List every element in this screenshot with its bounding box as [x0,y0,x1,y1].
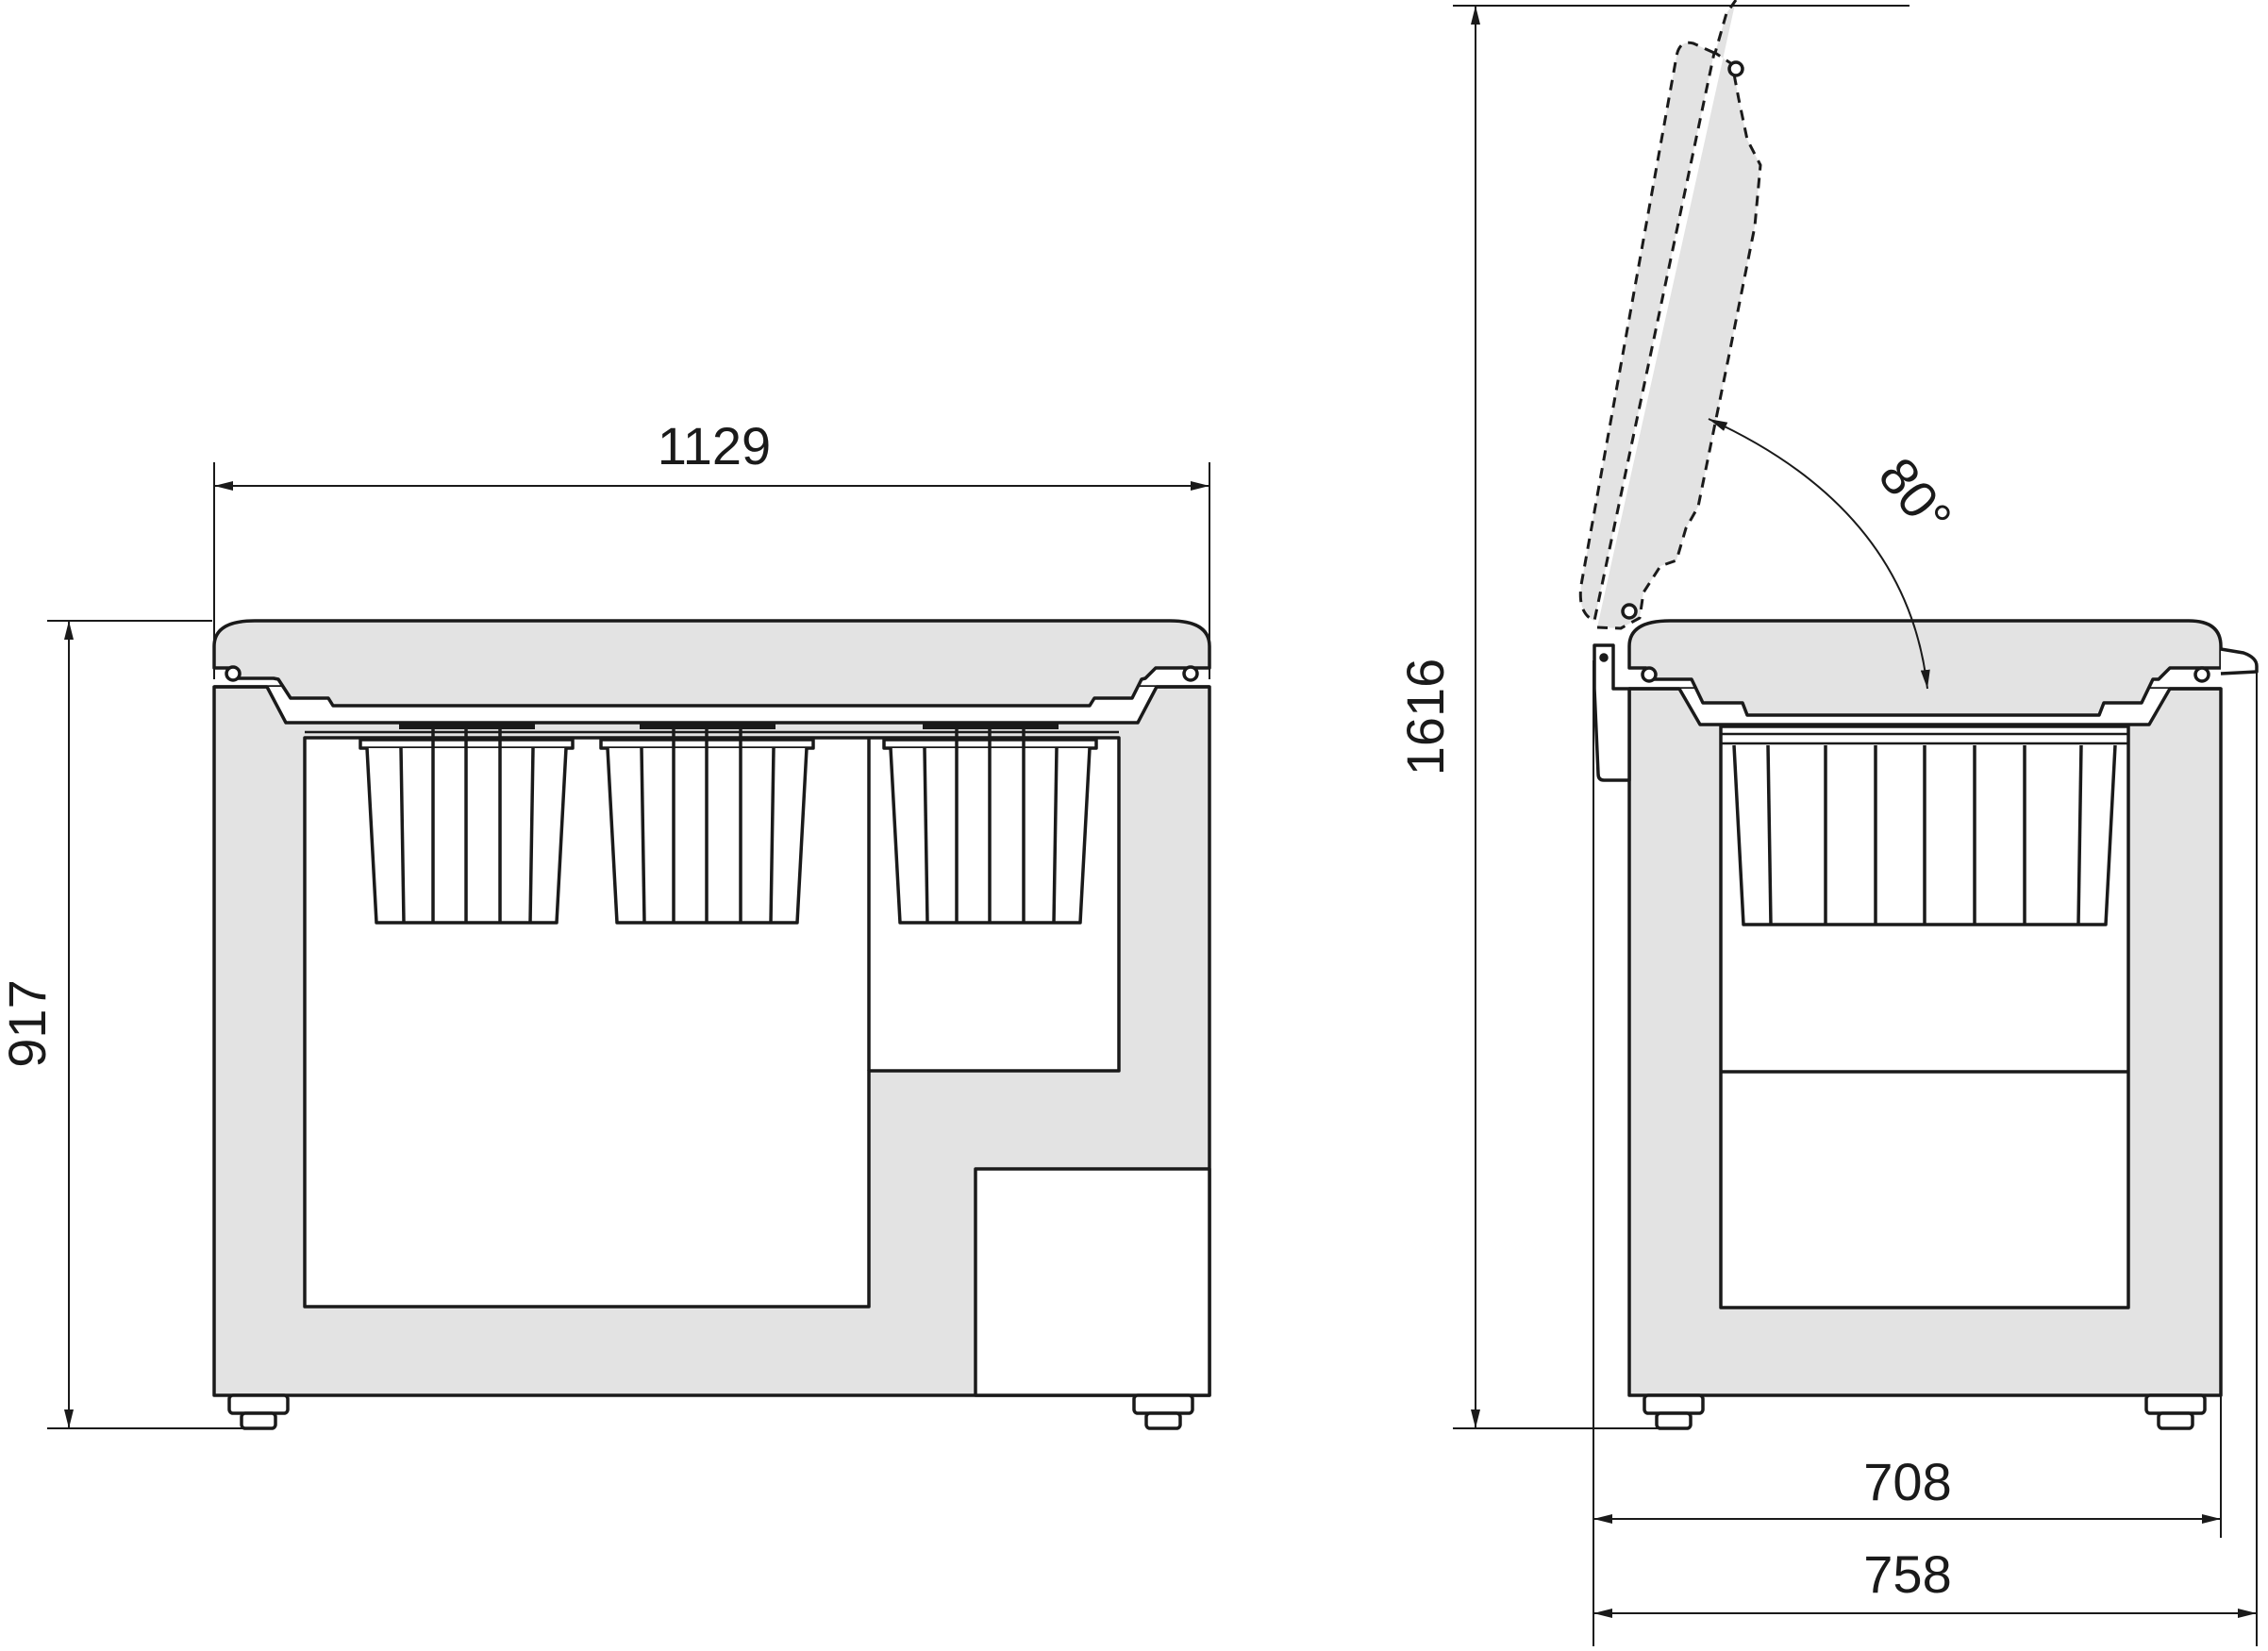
side-view [1578,0,2259,1430]
front-width-label: 1129 [658,416,771,475]
side-open-lid-hinge-top [1727,60,1744,77]
front-height-label: 917 [0,979,57,1067]
front-compressor-compartment [974,1167,1211,1397]
side-handle [2220,647,2259,675]
lid-angle-label: 80° [1867,446,1963,546]
front-lid [212,619,1211,708]
side-foot-right [2144,1393,2207,1430]
side-open-lid [1578,0,1762,630]
front-dimensions [47,462,1210,1429]
side-hinge-bracket [1593,643,1631,782]
front-lid-hinge-left [225,665,242,682]
front-basket-1 [359,724,575,925]
side-open-lid-hinge-bottom [1621,603,1638,620]
side-lid-hinge-right [2193,666,2210,683]
side-foot-left [1643,1393,1705,1430]
side-dimensions [1453,5,2258,1646]
front-foot-left [227,1393,290,1430]
side-lid-hinge-left [1641,666,1658,683]
front-basket-2 [599,724,815,925]
front-foot-right [1132,1393,1194,1430]
front-lid-hinge-right [1182,665,1199,682]
front-view [212,619,1211,1430]
lid-angle-arc [1708,418,1930,690]
front-basket-3 [882,724,1098,925]
side-basket [1732,744,2117,926]
side-depth-total-label: 758 [1863,1544,1951,1604]
side-open-height-label: 1616 [1395,659,1455,776]
side-depth-body-label: 708 [1863,1452,1951,1511]
